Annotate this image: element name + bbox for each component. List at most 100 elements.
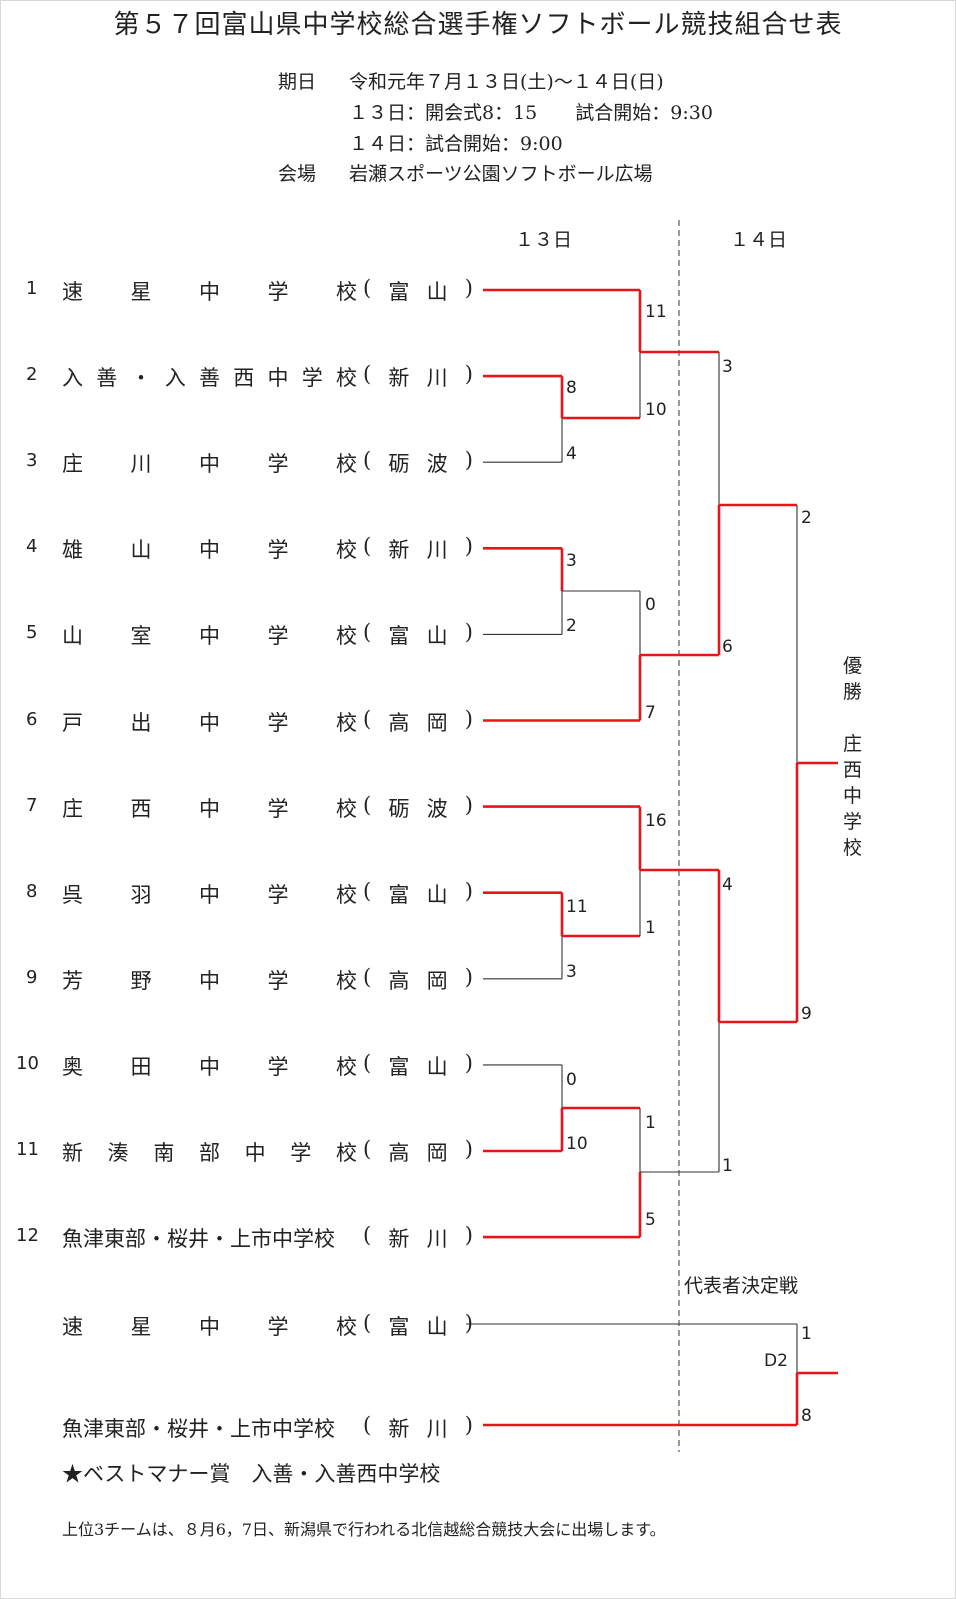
date-value: 令和元年７月１３日(土)～１４日(日) xyxy=(349,71,664,93)
team-name-char: 中 xyxy=(199,796,220,821)
team-seed-number: 1 xyxy=(26,278,38,299)
team-seed-number: 7 xyxy=(26,794,38,816)
rep-team-a: 速星中学校 xyxy=(62,1311,357,1341)
team-name-char: 学 xyxy=(290,1141,312,1165)
team-name: 魚津東部・桜井・上市中学校 xyxy=(62,1227,335,1252)
team-name-char: 部 xyxy=(198,1141,220,1165)
team-name-char: 湊 xyxy=(107,1141,129,1165)
team-prefecture: (富山) xyxy=(363,878,473,907)
team-seed-number: 5 xyxy=(26,622,38,644)
round1-score: 11 xyxy=(645,302,667,322)
round2-score: 3 xyxy=(722,357,733,377)
team-name-char: 学 xyxy=(267,882,289,907)
champion-team: 庄西中学校 xyxy=(843,733,863,859)
team-name-char: 庄 xyxy=(62,452,83,477)
team-name-char: 学 xyxy=(267,624,289,649)
round1-score: 4 xyxy=(566,444,577,464)
round1-score: 7 xyxy=(645,703,656,723)
team-name-char: 校 xyxy=(336,624,357,649)
team-name-char: 新 xyxy=(62,1141,83,1165)
team-name-char: ・ xyxy=(130,366,152,391)
team-seed-number: 9 xyxy=(26,966,38,988)
team-prefecture: (高岡) xyxy=(363,964,473,993)
team-name-row: 入善・入善西中学校 xyxy=(62,362,357,392)
round1-score: 1 xyxy=(645,1113,656,1133)
team-name-row: 庄川中学校 xyxy=(62,448,357,478)
team-prefecture: (高岡) xyxy=(363,706,473,735)
team-name-row: 戸出中学校 xyxy=(62,707,357,737)
team-name-char: 学 xyxy=(301,366,323,391)
rep-team-b: 魚津東部・桜井・上市中学校 xyxy=(62,1413,362,1443)
team-seed-number: 4 xyxy=(26,536,38,558)
team-name-char: 中 xyxy=(244,1141,266,1165)
team-seed-number: 12 xyxy=(16,1225,39,1247)
team-seed-number: 6 xyxy=(26,708,38,730)
team-name-char: 西 xyxy=(130,796,152,821)
team-prefecture: (新川) xyxy=(363,362,473,391)
day13-header: １３日 xyxy=(515,229,573,251)
team-prefecture: (新川) xyxy=(363,534,473,563)
team-name-char: 雄 xyxy=(62,538,83,563)
final-score: 2 xyxy=(801,508,812,528)
round1-score: 5 xyxy=(645,1210,656,1230)
team-name-char: 中 xyxy=(267,366,289,391)
team-seed-number: 2 xyxy=(26,364,38,386)
team-name-char: 善 xyxy=(96,366,118,391)
round2-score: 6 xyxy=(722,637,733,657)
team-prefecture: (富山) xyxy=(363,1311,473,1339)
team-name-row: 新湊南部中学校 xyxy=(62,1137,357,1167)
team-name-char: 中 xyxy=(199,710,220,735)
team-name-char: 室 xyxy=(130,624,152,649)
team-name-char: 善 xyxy=(199,366,220,391)
team-name-row: 芳野中学校 xyxy=(62,965,357,995)
team-name: 魚津東部・桜井・上市中学校 xyxy=(62,1417,335,1441)
team-name-row: 呉羽中学校 xyxy=(62,879,357,909)
team-name-char: 入 xyxy=(62,366,83,391)
team-name-char: 出 xyxy=(130,710,152,735)
round2-score: 4 xyxy=(722,875,733,895)
day14-schedule: １４日：試合開始：9:00 xyxy=(349,133,563,155)
team-name-char: 星 xyxy=(130,1315,152,1339)
team-name-char: 呉 xyxy=(62,882,83,907)
team-name-char: 庄 xyxy=(62,796,83,821)
team-name-char: 西 xyxy=(233,366,255,391)
team-seed-number: 8 xyxy=(26,880,38,902)
team-name-char: 山 xyxy=(62,624,83,649)
round1-score: 10 xyxy=(645,400,667,420)
round1-score: 1 xyxy=(645,918,656,938)
team-name-char: 芳 xyxy=(62,968,83,993)
date-label: 期日 xyxy=(278,71,317,93)
team-name-char: 野 xyxy=(130,968,152,993)
team-prefecture: (高岡) xyxy=(363,1137,473,1165)
page-title: 第５７回富山県中学校総合選手権ソフトボール競技組合せ表 xyxy=(113,10,843,40)
team-name-char: 川 xyxy=(130,452,152,477)
team-name-char: 校 xyxy=(336,796,357,821)
team-name-char: 学 xyxy=(267,280,289,304)
team-name-char: 中 xyxy=(199,452,220,477)
team-name-char: 羽 xyxy=(130,882,152,907)
rep-game-id: D2 xyxy=(764,1351,788,1371)
champion-label: 優勝 xyxy=(843,655,863,703)
round1-score: 0 xyxy=(566,1070,577,1090)
team-name-char: 校 xyxy=(336,882,357,907)
team-name-row: 雄山中学校 xyxy=(62,534,357,564)
team-prefecture: (砺波) xyxy=(363,792,473,821)
team-name-char: 奥 xyxy=(62,1054,83,1079)
team-name-row: 奥田中学校 xyxy=(62,1051,357,1081)
team-name-char: 速 xyxy=(62,1315,83,1339)
round1-score: 0 xyxy=(645,595,656,615)
team-name-char: 校 xyxy=(336,1315,357,1339)
round1-score: 2 xyxy=(566,616,577,636)
team-name-char: 学 xyxy=(267,452,289,477)
team-name-char: 中 xyxy=(199,280,220,304)
team-seed-number: 10 xyxy=(16,1052,39,1074)
team-prefecture: (新川) xyxy=(363,1413,473,1441)
team-name-char: 校 xyxy=(336,1054,357,1079)
team-name-char: 田 xyxy=(130,1054,152,1079)
team-name-char: 校 xyxy=(335,1141,357,1165)
team-name-char: 校 xyxy=(336,968,357,993)
round1-score: 3 xyxy=(566,551,577,571)
day13-schedule: １３日：開会式8：15 試合開始：9:30 xyxy=(349,102,713,124)
team-name-char: 南 xyxy=(153,1141,175,1165)
